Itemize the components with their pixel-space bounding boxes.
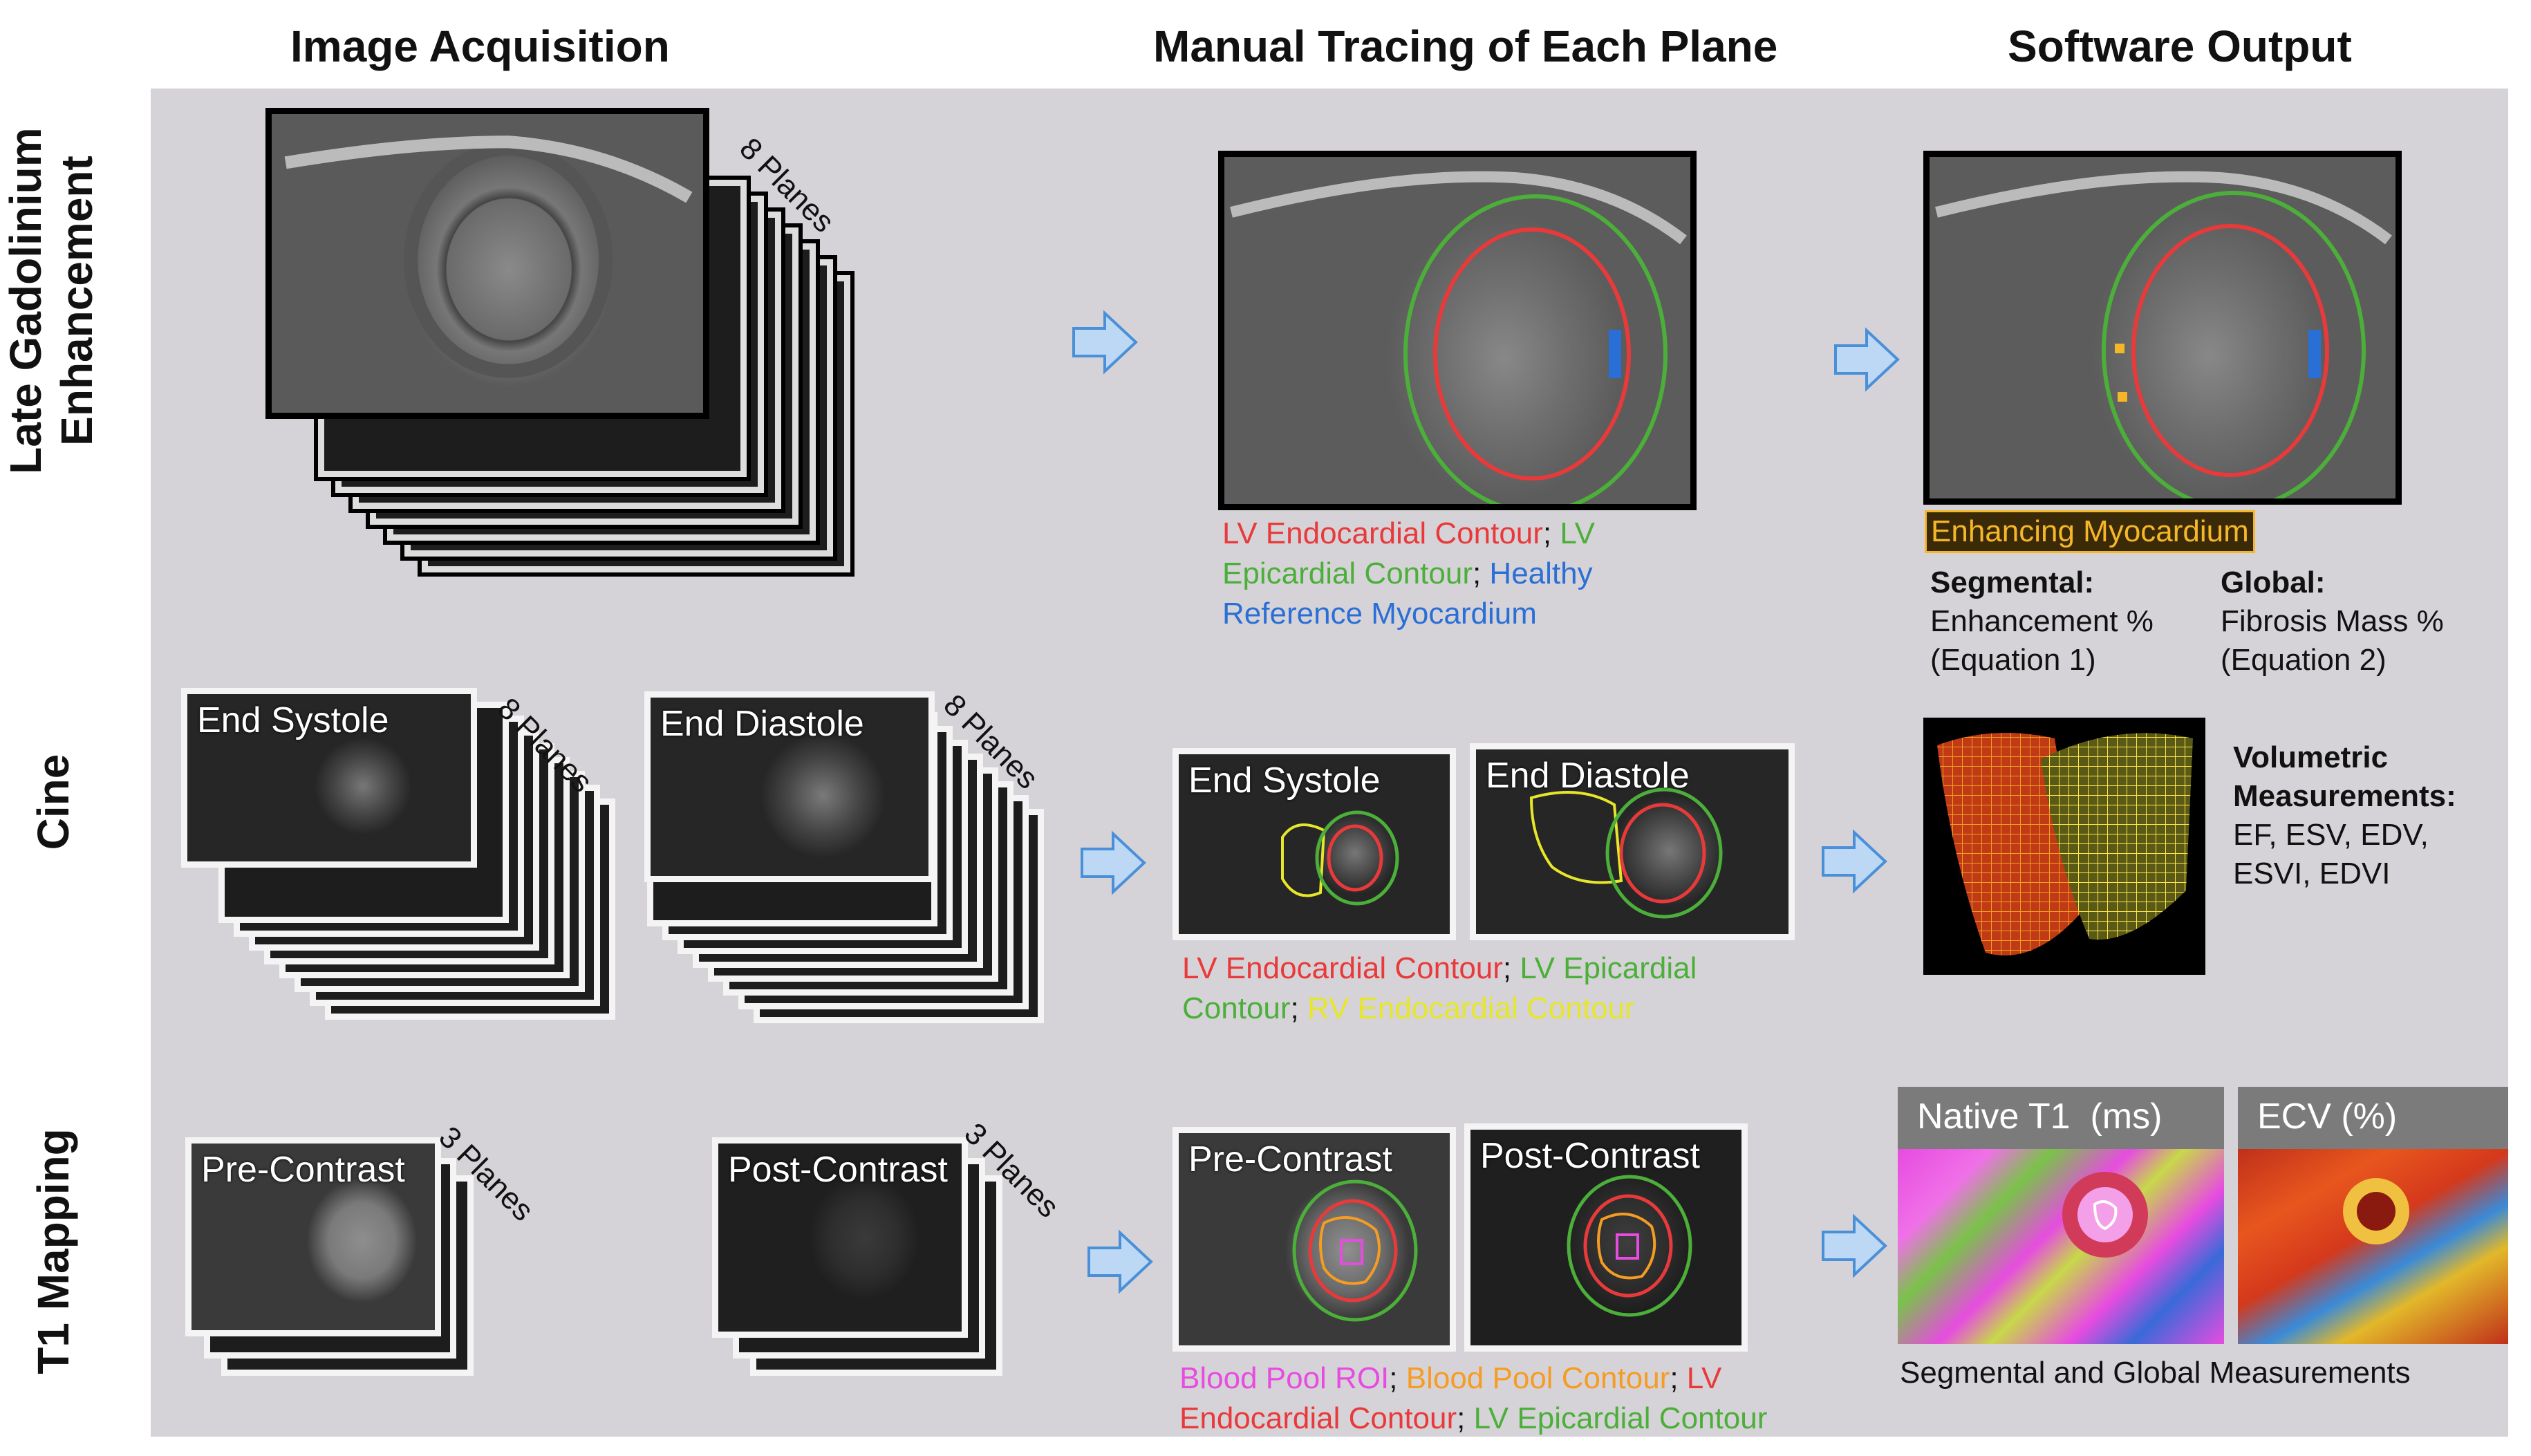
lge-output-image <box>1923 151 2402 510</box>
legend-endocardial: LV Endocardial Contour <box>1222 516 1543 550</box>
legend-healthy-reference: Healthy Reference Myocardium <box>1222 557 1593 631</box>
t1-pre-contrast-image: Pre-Contrast <box>185 1137 441 1336</box>
lge-traced-image <box>1218 151 1697 514</box>
arrow-right-icon <box>1072 310 1138 375</box>
lge-tracing-caption: LV Endocardial Contour; LV Epicardial Co… <box>1222 516 1595 631</box>
row-label-lge: Late Gadolinium Enhancement <box>1 127 102 474</box>
legend-epicardial: LV Epicardial Contour <box>1473 1401 1768 1435</box>
arrow-right-icon <box>1081 830 1146 895</box>
volumetric-3d-mesh <box>1923 718 2205 975</box>
column-heading-output: Software Output <box>2008 21 2352 71</box>
cine-ed-contours <box>1529 787 1723 919</box>
volumetric-block: Volumetric Measurements: EF, ESV, EDV, E… <box>2233 738 2456 893</box>
traced-post-contrast-label: Post-Contrast <box>1480 1136 1700 1176</box>
segmental-title: Segmental: <box>1930 566 2095 599</box>
volumetric-title-1: Volumetric <box>2233 740 2389 774</box>
global-line1: Fibrosis Mass % <box>2221 604 2444 638</box>
enhancing-myocardium-badge: Enhancing Myocardium <box>1925 510 2255 553</box>
arrow-right-icon <box>1834 327 1900 392</box>
row-label-t1: T1 Mapping <box>28 1128 78 1374</box>
native-t1-map <box>1898 1149 2224 1344</box>
global-title: Global: <box>2221 566 2326 599</box>
t1-tracing-caption: Blood Pool ROI; Blood Pool Contour; LV E… <box>1179 1361 1768 1435</box>
traced-pre-contrast-label: Pre-Contrast <box>1188 1139 1392 1179</box>
cine-traced-end-diastole: End Diastole <box>1470 743 1795 940</box>
end-diastole-label: End Diastole <box>660 704 864 744</box>
t1-post-contrast-image: Post-Contrast <box>712 1137 968 1338</box>
t1-output-summary: Segmental and Global Measurements <box>1900 1356 2411 1390</box>
traced-end-diastole-label: End Diastole <box>1486 756 1690 796</box>
legend-rv-endocardial: RV Endocardial Contour <box>1307 991 1635 1025</box>
legend-endocardial: LV Endocardial Contour <box>1179 1361 1722 1435</box>
legend-blood-pool-roi: Blood Pool ROI <box>1179 1361 1390 1395</box>
t1-traced-pre-contrast: Pre-Contrast <box>1173 1127 1456 1352</box>
volumetric-line2: ESVI, EDVI <box>2233 857 2391 890</box>
arrow-right-icon <box>1087 1229 1153 1294</box>
cine-tracing-caption: LV Endocardial Contour; LV Epicardial Co… <box>1182 951 1697 1025</box>
lge-heart-shape <box>284 136 693 378</box>
column-heading-tracing: Manual Tracing of Each Plane <box>1153 21 1778 71</box>
traced-end-systole-label: End Systole <box>1188 760 1381 801</box>
cine-es-contours <box>1281 810 1399 906</box>
segmental-line2: (Equation 1) <box>1930 643 2096 677</box>
end-systole-label: End Systole <box>197 700 389 740</box>
arrow-right-icon <box>1822 829 1887 894</box>
lge-output-contours <box>1935 171 2392 510</box>
native-t1-header: Native T1 (ms) <box>1898 1087 2224 1149</box>
native-t1-heart <box>2062 1172 2148 1258</box>
legend-epicardial: LV Epicardial Contour <box>1222 516 1595 590</box>
ecv-header: ECV (%) <box>2238 1087 2508 1149</box>
cine-end-systole-image: End Systole <box>181 688 477 868</box>
cine-end-diastole-image: End Diastole <box>644 691 935 882</box>
cine-traced-end-systole: End Systole <box>1173 748 1456 940</box>
t1-pre-contours <box>1292 1179 1418 1322</box>
segmental-block: Segmental: Enhancement % (Equation 1) <box>1930 563 2154 680</box>
t1-post-contours <box>1567 1175 1692 1317</box>
t1-traced-post-contrast: Post-Contrast <box>1464 1123 1748 1352</box>
legend-epicardial: LV Epicardial Contour <box>1182 951 1697 1025</box>
volumetric-title-2: Measurements: <box>2233 779 2456 813</box>
segmental-line1: Enhancement % <box>1930 604 2154 638</box>
post-contrast-label: Post-Contrast <box>728 1150 948 1190</box>
volumetric-line1: EF, ESV, EDV, <box>2233 818 2429 852</box>
global-line2: (Equation 2) <box>2221 643 2387 677</box>
ecv-heart <box>2343 1178 2409 1244</box>
row-label-cine: Cine <box>28 754 78 850</box>
lge-mri-image <box>265 108 709 419</box>
arrow-right-icon <box>1822 1213 1887 1278</box>
lge-traced-contours <box>1230 171 1687 514</box>
column-heading-acquisition: Image Acquisition <box>290 21 670 71</box>
ventricle-mesh-graphic <box>1937 733 2193 955</box>
ecv-map <box>2238 1149 2508 1344</box>
legend-endocardial: LV Endocardial Contour <box>1182 951 1503 985</box>
global-block: Global: Fibrosis Mass % (Equation 2) <box>2221 563 2444 680</box>
legend-blood-pool-contour: Blood Pool Contour <box>1405 1361 1670 1395</box>
pre-contrast-label: Pre-Contrast <box>201 1150 405 1190</box>
